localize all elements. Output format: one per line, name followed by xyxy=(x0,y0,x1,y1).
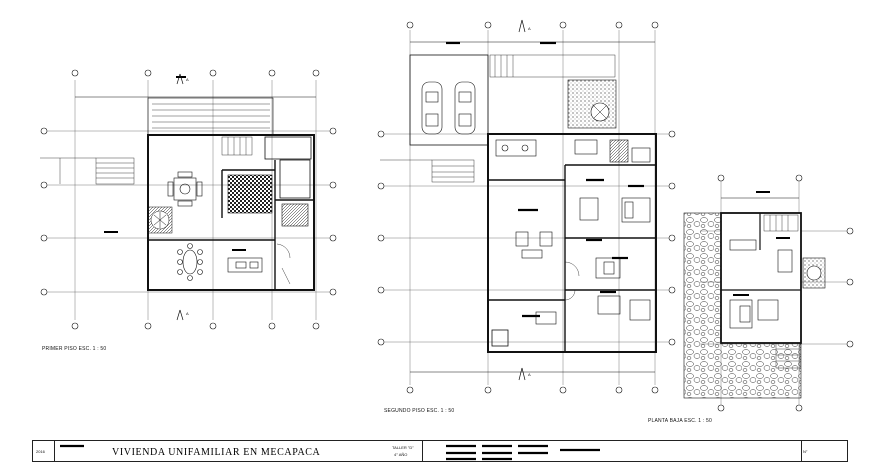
north-marker-2: A xyxy=(186,311,189,316)
title-year: 2016 xyxy=(36,449,45,454)
plan-label-first-floor: PRIMER PISO ESC. 1 : 50 xyxy=(42,346,107,352)
plan-label-second-floor: SEGUNDO PISO ESC. 1 : 50 xyxy=(384,408,455,414)
first-floor-plan xyxy=(40,69,337,330)
second-floor-plan xyxy=(377,19,676,394)
project-title: VIVIENDA UNIFAMILIAR EN MECAPACA xyxy=(112,447,321,458)
north-marker-4: A xyxy=(528,372,531,377)
workshop-label: TALLER "D" xyxy=(392,445,414,450)
title-block-marks xyxy=(60,444,600,461)
sheet-number-label: N° xyxy=(803,449,808,454)
ground-floor-plan xyxy=(683,174,854,412)
north-marker-1: A xyxy=(186,77,189,82)
north-marker-3: A xyxy=(528,26,531,31)
title-block xyxy=(32,440,848,462)
course-label: 4° AÑO xyxy=(394,452,408,457)
plan-label-ground-floor: PLANTA BAJA ESC. 1 : 50 xyxy=(648,418,712,424)
